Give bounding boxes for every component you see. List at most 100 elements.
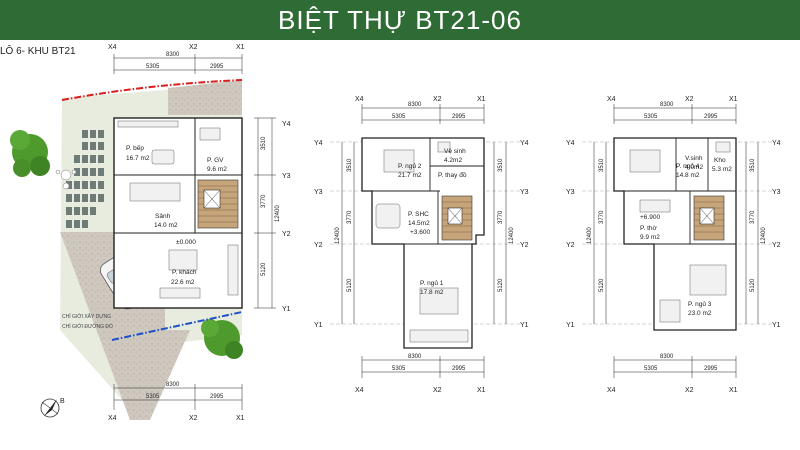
t-top-col-0: X4 [607,96,616,103]
t-bot-dim-2: 2995 [704,366,718,372]
g-right-dim-3: 5120 [261,262,267,276]
ground-room-living-name: P. khách [172,269,197,276]
s-bot-col-0: X4 [355,387,364,394]
t-right-dim-2: 3770 [750,210,756,224]
s-bot-dim-1: 5305 [392,366,406,372]
ground-room-kitchen-area: 16.7 m2 [126,155,150,162]
t-right-dim-3: 5120 [750,278,756,292]
s-room-family-area: 14.5m2 [408,220,430,227]
g-bot-col-1: X2 [189,415,198,422]
s-right-dim-total: 12400 [509,227,515,244]
note-red-line: CHỈ GIỚI ĐƯỜNG ĐỎ [62,323,113,330]
s-level-mark: +3.600 [410,229,430,236]
t-room-store-name: Kho [714,157,726,164]
t-bot-col-2: X1 [729,387,738,394]
g-top-dim-total: 8300 [166,52,180,58]
t-room-bed3-area: 23.0 m2 [688,310,712,317]
s-right-row-1: Y3 [520,189,529,196]
t-right-row-2: Y2 [772,242,781,249]
t-room-store-area: 5.3 m2 [712,166,732,173]
s-bot-col-1: X2 [433,387,442,394]
note-construction-line: CHỈ GIỚI XÂY DỰNG [62,313,111,320]
s-room-bed2-name: P. ngủ 2 [398,162,422,170]
s-top-col-2: X1 [477,96,486,103]
tree-left [10,130,50,177]
s-bot-col-2: X1 [477,387,486,394]
s-left-row-0: Y4 [314,140,323,147]
g-row-0: Y4 [282,121,291,128]
tree-right [201,319,243,359]
t-top-col-2: X1 [729,96,738,103]
s-right-row-3: Y1 [520,322,529,329]
s-room-family-name: P. SHC [408,211,429,218]
t-right-row-0: Y4 [772,140,781,147]
s-room-bed2-area: 21.7 m2 [398,172,422,179]
g-bot-dim-total: 8300 [166,382,180,388]
t-room-wc-area: 4.0m2 [685,164,703,171]
t-room-bed4-name: P. ngủ 4 [676,162,700,170]
blue-boundary-line [111,311,243,341]
s-top-dim-1: 5305 [392,114,406,120]
s-left-row-3: Y1 [314,322,323,329]
garden-tiles [66,130,104,228]
s-top-col-0: X4 [355,96,364,103]
t-bot-dim-total: 8300 [660,354,674,360]
paving-area [168,80,242,115]
g-row-2: Y2 [282,231,291,238]
g-bot-col-0: X4 [108,415,117,422]
g-bot-dim-1: 5305 [146,394,160,400]
g-top-dim-2: 2995 [210,64,224,70]
t-top-col-1: X2 [685,96,694,103]
ground-room-gv-name: P. GV [207,157,224,164]
g-top-dim-1: 5305 [146,64,160,70]
t-left-dim-total: 12400 [587,227,593,244]
t-bot-col-1: X2 [685,387,694,394]
s-room-dressing-name: P. thay đồ [438,170,467,179]
t-room-wc-name: V.sinh [685,155,703,162]
s-top-dim-2: 2995 [452,114,466,120]
t-room-altar-area: 9.9 m2 [640,234,660,241]
second-floor-outline [361,137,485,349]
g-right-dim-total: 12400 [275,205,281,222]
s-right-dim-3: 5120 [498,278,504,292]
third-floor-plan: P. ngủ 4 14.8 m2 V.sinh 4.0m2 Kho 5.3 m2… [566,96,781,394]
s-room-bed1-name: P. ngủ 1 [420,279,444,287]
t-bot-dim-1: 5305 [644,366,658,372]
t-room-bed4-area: 14.8 m2 [676,172,700,179]
ground-room-gv-area: 9.6 m2 [207,166,227,173]
s-room-bed1-area: 17.8 m2 [420,289,444,296]
t-left-dim-1: 3510 [599,158,605,172]
g-row-3: Y1 [282,306,291,313]
garden-furniture [55,169,77,190]
ground-room-kitchen-name: P. bếp [126,143,144,152]
ground-level-mark: ±0.000 [176,239,196,246]
t-top-dim-1: 5305 [644,114,658,120]
s-top-dim-total: 8300 [408,102,422,108]
page-title: BIỆT THỰ BT21-06 [278,4,522,35]
t-right-row-3: Y1 [772,322,781,329]
g-top-col-0: X4 [108,44,117,51]
t-left-row-3: Y1 [566,322,575,329]
g-right-dim-1: 3510 [261,136,267,150]
g-top-col-2: X1 [236,44,245,51]
title-banner: BIỆT THỰ BT21-06 [0,0,800,40]
t-level-mark: +6.900 [640,214,660,221]
g-row-1: Y3 [282,173,291,180]
t-left-row-2: Y2 [566,242,575,249]
compass-north-label: B [60,398,65,405]
s-left-dim-3: 5120 [347,278,353,292]
t-left-row-0: Y4 [566,140,575,147]
t-top-dim-total: 8300 [660,102,674,108]
ground-floor-plan: P. bếp 16.7 m2 P. GV 9.6 m2 Sảnh 14.0 m2… [10,44,291,422]
s-bot-dim-2: 2995 [452,366,466,372]
s-left-dim-total: 12400 [335,227,341,244]
s-right-dim-1: 3510 [498,158,504,172]
second-floor-plan: P. ngủ 2 21.7 m2 Vệ sinh 4.2m2 P. thay đ… [314,96,529,394]
s-left-row-1: Y3 [314,189,323,196]
red-boundary-line [61,79,243,101]
lot-label: LÔ 6- KHU BT21 [0,46,76,57]
t-right-dim-total: 12400 [761,227,767,244]
t-top-dim-2: 2995 [704,114,718,120]
s-room-wc-area: 4.2m2 [444,157,462,164]
